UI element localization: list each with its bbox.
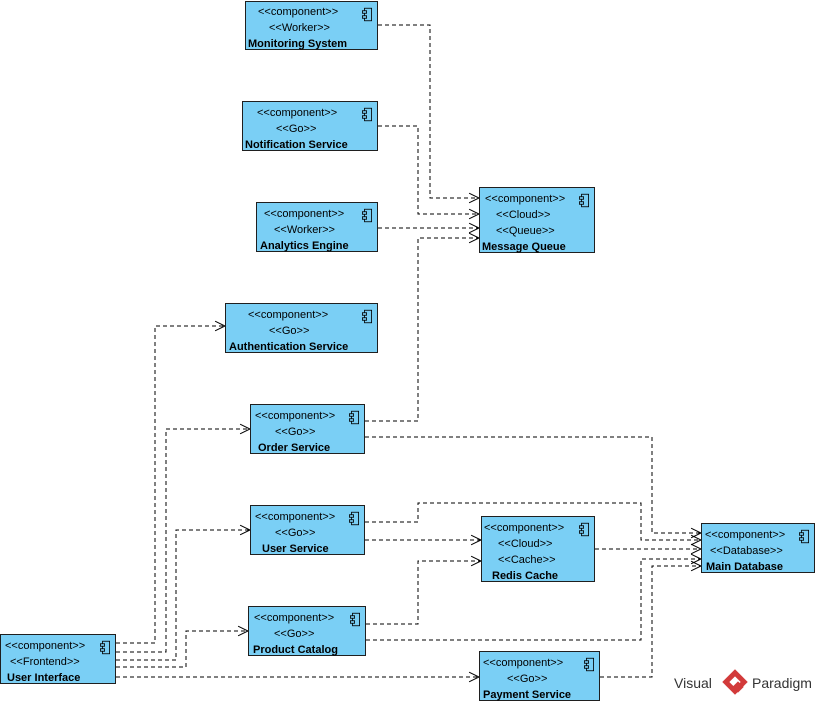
component-name: Main Database — [706, 561, 784, 573]
dependency-ui-to-payment[interactable] — [116, 671, 481, 683]
uml-component-icon — [350, 612, 360, 627]
component-stereotype: <<component>> — [255, 410, 336, 422]
component-stereotype: <<Go>> — [275, 426, 316, 438]
component-name: Product Catalog — [253, 644, 338, 656]
component-name: Payment Service — [483, 689, 572, 701]
component-stereotype: <<component>> — [254, 612, 335, 624]
dependency-redis-to-db[interactable] — [595, 543, 703, 555]
component-stereotype: <<component>> — [258, 6, 339, 18]
dependency-ui-to-order[interactable] — [116, 423, 252, 653]
component-stereotype: <<component>> — [248, 309, 329, 321]
component-queue[interactable]: <<component>> <<Cloud>> <<Queue>> Message Q… — [479, 187, 595, 253]
component-name: Notification Service — [245, 139, 348, 151]
component-catalog[interactable]: <<component>> <<Go>> Product Catalog — [248, 606, 366, 656]
uml-component-icon — [362, 107, 372, 122]
component-stereotype: <<Worker>> — [269, 22, 330, 34]
component-analytics[interactable]: <<component>> <<Worker>> Analytics Engine — [256, 202, 378, 252]
component-stereotype: <<Cloud>> — [496, 209, 551, 221]
uml-component-icon — [799, 529, 809, 544]
component-stereotype: <<Go>> — [275, 527, 316, 539]
component-notification[interactable]: <<component>> <<Go>> Notification Service — [242, 101, 378, 151]
visual-paradigm-logo-icon — [722, 669, 748, 695]
uml-component-icon — [362, 309, 372, 324]
component-stereotype: <<Queue>> — [496, 225, 555, 237]
component-name: Order Service — [258, 442, 331, 454]
component-monitoring[interactable]: <<component>> <<Worker>> Monitoring System — [245, 1, 378, 50]
dependency-catalog-to-redis[interactable] — [366, 555, 483, 625]
component-stereotype: <<component>> — [257, 107, 338, 119]
uml-component-icon — [349, 511, 359, 526]
dependency-analytics-to-queue[interactable] — [378, 222, 481, 234]
uml-component-icon — [349, 410, 359, 425]
component-stereotype: <<component>> — [483, 657, 564, 669]
component-name: Monitoring System — [248, 38, 348, 50]
uml-component-icon — [362, 7, 372, 22]
dependency-order-to-queue[interactable] — [365, 232, 481, 422]
watermark-text-left: Visual — [674, 675, 712, 691]
uml-component-icon — [362, 208, 372, 223]
component-stereotype: <<component>> — [484, 522, 565, 534]
dependency-ui-to-auth[interactable] — [116, 320, 227, 644]
component-stereotype: <<component>> — [264, 208, 345, 220]
dependency-user-to-redis[interactable] — [365, 534, 483, 546]
visual-paradigm-watermark: Visual Paradigm — [674, 666, 816, 700]
component-stereotype: <<Database>> — [710, 545, 783, 557]
component-stereotype: <<Cloud>> — [498, 538, 553, 550]
uml-component-icon — [100, 640, 110, 655]
component-ui[interactable]: <<component>> <<Frontend>> User Interface — [0, 634, 116, 684]
component-stereotype: <<Go>> — [276, 123, 317, 135]
component-payment[interactable]: <<component>> <<Go>> Payment Service — [479, 651, 600, 701]
component-user[interactable]: <<component>> <<Go>> User Service — [250, 505, 365, 555]
component-name: User Service — [262, 543, 329, 555]
component-stereotype: <<Worker>> — [274, 224, 335, 236]
component-order[interactable]: <<component>> <<Go>> Order Service — [250, 404, 365, 454]
dependency-payment-to-db[interactable] — [600, 560, 703, 678]
dependency-monitoring-to-queue[interactable] — [378, 24, 481, 204]
component-stereotype: <<Go>> — [274, 628, 315, 640]
uml-component-icon — [579, 193, 589, 208]
component-auth[interactable]: <<component>> <<Go>> Authentication Servic… — [225, 303, 378, 353]
dependency-ui-to-user[interactable] — [116, 524, 252, 661]
component-stereotype: <<component>> — [705, 529, 786, 541]
uml-component-icon — [584, 657, 594, 672]
dependency-notification-to-queue[interactable] — [378, 125, 481, 220]
component-stereotype: <<Frontend>> — [10, 656, 80, 668]
component-db[interactable]: <<component>> <<Database>> Main Database — [701, 523, 815, 573]
component-stereotype: <<component>> — [5, 640, 86, 652]
component-stereotype: <<Go>> — [269, 325, 310, 337]
uml-component-icon — [579, 522, 589, 537]
component-redis[interactable]: <<component>> <<Cloud>> <<Cache>> Redis Cac… — [481, 516, 595, 582]
component-name: Authentication Service — [229, 341, 349, 353]
component-stereotype: <<Cache>> — [498, 554, 556, 566]
component-stereotype: <<component>> — [255, 511, 336, 523]
watermark-text-right: Paradigm — [752, 675, 812, 691]
component-name: User Interface — [7, 672, 81, 684]
component-name: Message Queue — [482, 241, 566, 253]
component-stereotype: <<Go>> — [507, 673, 548, 685]
component-name: Redis Cache — [492, 570, 559, 582]
dependency-ui-to-catalog[interactable] — [116, 625, 250, 668]
component-name: Analytics Engine — [260, 240, 349, 252]
component-stereotype: <<component>> — [485, 193, 566, 205]
